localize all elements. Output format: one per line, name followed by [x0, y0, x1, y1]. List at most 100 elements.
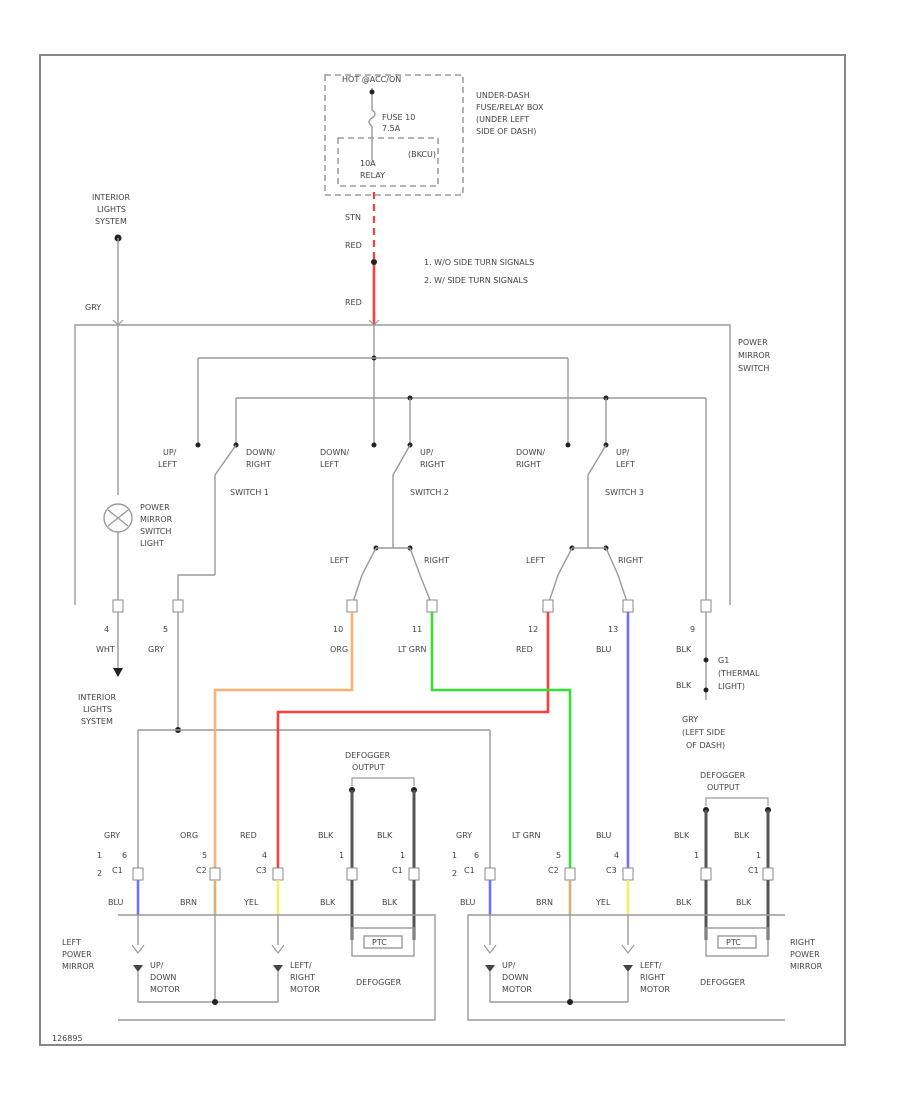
svg-text:C3: C3 [606, 866, 617, 875]
pin-5-color: GRY [148, 645, 164, 654]
wire-stn-label: STN [345, 213, 361, 222]
left-mirror-top-labels: GRY ORG RED BLK BLK 6 5 4 1 1 1 2 [97, 831, 405, 878]
svg-text:(LEFT SIDE: (LEFT SIDE [682, 728, 725, 737]
wire-red-label: RED [345, 241, 362, 250]
power-mirror-switch-label: POWER MIRROR SWITCH [738, 338, 771, 373]
pin-10-color: ORG [330, 645, 348, 654]
interior-lights-system-mid: INTERIOR LIGHTS SYSTEM [78, 693, 117, 726]
svg-text:MIRROR: MIRROR [738, 351, 771, 360]
fuse-relay-box: HOT @ACC/ON FUSE 10 7.5A (BKCU) 10A RELA… [324, 74, 544, 196]
svg-text:LEFT/: LEFT/ [290, 961, 312, 970]
svg-text:INTERIOR: INTERIOR [78, 693, 117, 702]
fuse-rating: 7.5A [382, 124, 401, 133]
right-mirror-bottom-labels: BLU BRN YEL BLK BLK [460, 898, 752, 907]
svg-text:YEL: YEL [243, 898, 259, 907]
pin-10-num: 10 [333, 625, 343, 634]
svg-text:MIRROR: MIRROR [790, 962, 823, 971]
svg-text:SYSTEM: SYSTEM [95, 217, 127, 226]
svg-text:UP/: UP/ [420, 448, 434, 457]
pin-11-color: LT GRN [398, 645, 427, 654]
ground-location: GRY (LEFT SIDE OF DASH) [682, 715, 725, 750]
svg-text:C1: C1 [392, 866, 403, 875]
lr-label-4: RIGHT [618, 556, 643, 565]
svg-text:LIGHT: LIGHT [140, 539, 164, 548]
right-mirror-connectors: C1 C2 C3 C1 [464, 866, 774, 881]
svg-text:DOWN/: DOWN/ [516, 448, 545, 457]
pin-13-num: 13 [608, 625, 618, 634]
svg-text:RIGHT: RIGHT [640, 973, 665, 982]
svg-text:LEFT: LEFT [62, 938, 81, 947]
svg-text:POWER: POWER [62, 950, 92, 959]
svg-text:C1: C1 [464, 866, 475, 875]
svg-text:LIGHTS: LIGHTS [83, 705, 112, 714]
svg-text:SWITCH 2: SWITCH 2 [410, 488, 449, 497]
svg-text:BLK: BLK [318, 831, 334, 840]
svg-text:PTC: PTC [372, 938, 387, 947]
svg-text:BLU: BLU [596, 831, 612, 840]
svg-text:LEFT: LEFT [158, 460, 177, 469]
svg-text:LEFT: LEFT [320, 460, 339, 469]
fuse-box-desc-4: SIDE OF DASH) [476, 127, 536, 136]
svg-text:PTC: PTC [726, 938, 741, 947]
svg-text:BLU: BLU [460, 898, 476, 907]
relay-sub: RELAY [360, 171, 385, 180]
svg-text:SWITCH 3: SWITCH 3 [605, 488, 644, 497]
switch-1: UP/ LEFT DOWN/ RIGHT SWITCH 1 [158, 442, 275, 605]
svg-text:4: 4 [262, 851, 267, 860]
svg-text:1: 1 [400, 851, 405, 860]
wire-red-main-label: RED [345, 298, 362, 307]
pin-12-num: 12 [528, 625, 538, 634]
lr-label-2: RIGHT [424, 556, 449, 565]
fuse-label: FUSE 10 [382, 113, 415, 122]
pin-4-color: WHT [96, 645, 115, 654]
svg-text:BRN: BRN [180, 898, 197, 907]
svg-text:5: 5 [202, 851, 207, 860]
svg-text:UP/: UP/ [163, 448, 177, 457]
svg-text:MIRROR: MIRROR [140, 515, 173, 524]
pin-11-num: 11 [412, 625, 422, 634]
fuse-box-top-label: HOT @ACC/ON [342, 75, 401, 84]
lr-label-1: LEFT [330, 556, 349, 565]
wire-gry-label: GRY [85, 303, 101, 312]
thermal-label: G1 [718, 656, 729, 665]
svg-text:RED: RED [240, 831, 257, 840]
pin-4-num: 4 [104, 625, 109, 634]
svg-text:LEFT: LEFT [616, 460, 635, 469]
switch-3: DOWN/ RIGHT UP/ LEFT SWITCH 3 [516, 442, 644, 548]
svg-text:DOWN: DOWN [150, 973, 176, 982]
svg-text:BLK: BLK [674, 831, 690, 840]
wire-org [213, 612, 354, 868]
svg-text:POWER: POWER [790, 950, 820, 959]
svg-text:INTERIOR: INTERIOR [92, 193, 131, 202]
wire-lt-grn [430, 612, 572, 868]
interior-lights-system-top: INTERIOR LIGHTS SYSTEM [92, 193, 131, 226]
svg-text:POWER: POWER [140, 503, 170, 512]
fuse-sub-label: (BKCU) [408, 150, 436, 159]
svg-text:6: 6 [122, 851, 127, 860]
svg-text:BLK: BLK [377, 831, 393, 840]
pin-9-num: 9 [690, 625, 695, 634]
svg-text:1: 1 [339, 851, 344, 860]
svg-text:UP/: UP/ [150, 961, 164, 970]
svg-text:BLK: BLK [736, 898, 752, 907]
svg-text:C1: C1 [748, 866, 759, 875]
lr-label-3: LEFT [526, 556, 545, 565]
svg-text:BLU: BLU [108, 898, 124, 907]
svg-text:DOWN/: DOWN/ [246, 448, 275, 457]
right-mirror-top-labels: GRY LT GRN BLU BLK BLK 6 5 4 1 1 1 2 [452, 831, 761, 878]
svg-text:DEFOGGER: DEFOGGER [356, 978, 402, 987]
power-mirror-switch-outline [74, 324, 731, 605]
svg-text:6: 6 [474, 851, 479, 860]
svg-text:UP/: UP/ [616, 448, 630, 457]
thermal-blk: BLK [676, 681, 692, 690]
svg-text:BLK: BLK [676, 898, 692, 907]
svg-text:DEFOGGER: DEFOGGER [700, 771, 746, 780]
right-power-mirror: PTC RIGHT POWER MIRROR UP/ DOWN MOTOR LE… [467, 914, 823, 1021]
pin-12-color: RED [516, 645, 533, 654]
pin-9-color: BLK [676, 645, 692, 654]
diagram-border [39, 54, 846, 1046]
left-mirror-connectors: C1 C2 C3 C1 [112, 866, 420, 881]
note-1: 1. W/O SIDE TURN SIGNALS [424, 258, 534, 267]
svg-text:1: 1 [694, 851, 699, 860]
